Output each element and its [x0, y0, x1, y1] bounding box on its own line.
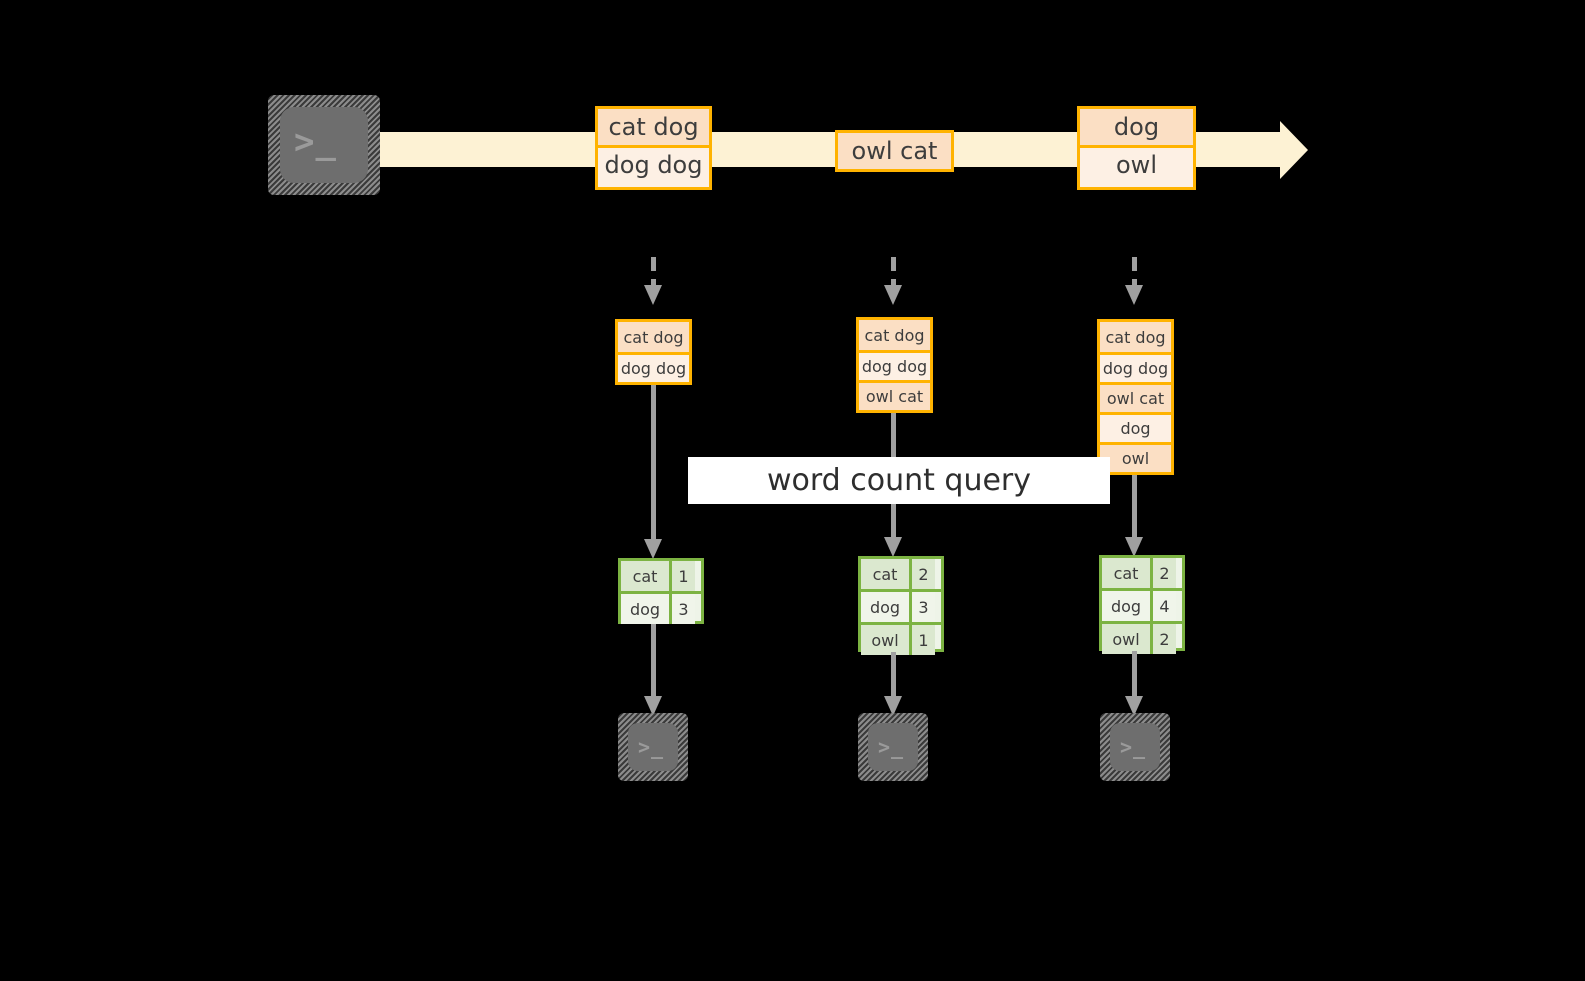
- arrow-head: [1125, 285, 1143, 305]
- batch-2-input-stack: cat dog dog dog owl cat: [856, 317, 933, 413]
- dashed-arrow-to-batch-3: [1125, 257, 1143, 305]
- arrow-shaft: [1132, 257, 1137, 271]
- batch-1-result-table: cat 1 dog 3: [618, 558, 704, 624]
- count-cell: 4: [1150, 591, 1176, 621]
- stream-record-2: owl cat: [835, 130, 954, 172]
- batch-input-line: cat dog: [618, 322, 689, 352]
- batch-input-line: cat dog: [859, 320, 930, 350]
- arrow-shaft: [651, 624, 656, 698]
- batch-input-line: owl cat: [1100, 382, 1171, 412]
- arrow-head: [644, 285, 662, 305]
- stream-record-1: cat dog dog dog: [595, 106, 712, 190]
- count-cell: 1: [669, 561, 695, 591]
- stream-record-line: owl: [1080, 145, 1193, 181]
- batch-2-sink-terminal-icon: >_: [858, 713, 928, 781]
- arrow-shaft: [891, 652, 896, 698]
- terminal-prompt-glyph: >_: [878, 735, 905, 759]
- batch-1-sink-terminal-icon: >_: [618, 713, 688, 781]
- table-row: cat 2: [1102, 558, 1182, 588]
- batch-input-line: owl: [1100, 442, 1171, 472]
- table-row: cat 1: [621, 561, 701, 591]
- arrow-head: [884, 537, 902, 557]
- batch-2-result-table: cat 2 dog 3 owl 1: [858, 556, 944, 655]
- count-cell: 2: [1150, 558, 1176, 588]
- table-row: owl 2: [1102, 621, 1182, 654]
- stream-record-line: dog: [1080, 109, 1193, 145]
- arrow-head: [1125, 537, 1143, 557]
- word-cell: cat: [861, 559, 909, 589]
- arrow-head: [884, 696, 902, 716]
- batch-input-line: dog dog: [1100, 352, 1171, 382]
- table-row: dog 3: [861, 589, 941, 622]
- count-cell: 2: [1150, 624, 1176, 654]
- word-cell: dog: [1102, 591, 1150, 621]
- arrow-shaft: [1132, 651, 1137, 698]
- word-cell: cat: [621, 561, 669, 591]
- count-cell: 3: [909, 592, 935, 622]
- batch-3-input-stack: cat dog dog dog owl cat dog owl: [1097, 319, 1174, 475]
- arrow-batch-1-to-result: [644, 385, 662, 559]
- arrow-head: [884, 285, 902, 305]
- query-label-text: word count query: [766, 463, 1032, 498]
- batch-input-line: owl cat: [859, 380, 930, 410]
- table-row: cat 2: [861, 559, 941, 589]
- batch-3-sink-terminal-icon: >_: [1100, 713, 1170, 781]
- word-cell: owl: [1102, 624, 1150, 654]
- arrow-shaft: [1132, 279, 1137, 287]
- word-cell: dog: [861, 592, 909, 622]
- word-cell: owl: [861, 625, 909, 655]
- table-row: owl 1: [861, 622, 941, 655]
- count-cell: 2: [909, 559, 935, 589]
- arrow-batch-3-to-result: [1125, 475, 1143, 557]
- source-terminal-icon: >_: [268, 95, 380, 195]
- batch-input-line: dog dog: [618, 352, 689, 382]
- arrow-head: [644, 539, 662, 559]
- stream-record-line: owl cat: [838, 133, 951, 169]
- word-cell: cat: [1102, 558, 1150, 588]
- batch-1-input-stack: cat dog dog dog: [615, 319, 692, 385]
- terminal-body: >_: [628, 723, 678, 771]
- dashed-arrow-to-batch-2: [884, 257, 902, 305]
- arrow-shaft: [651, 385, 656, 541]
- arrow-head: [644, 696, 662, 716]
- count-cell: 3: [669, 594, 695, 624]
- query-label-band: word count query: [688, 457, 1110, 504]
- stream-record-3: dog owl: [1077, 106, 1196, 190]
- arrow-batch-1-to-sink: [644, 624, 662, 716]
- table-row: dog 4: [1102, 588, 1182, 621]
- stream-record-line: dog dog: [598, 145, 709, 181]
- terminal-prompt-glyph: >_: [1120, 735, 1147, 759]
- stream-record-line: cat dog: [598, 109, 709, 145]
- terminal-body: >_: [280, 107, 368, 183]
- arrow-shaft: [891, 279, 896, 287]
- arrow-shaft: [1132, 475, 1137, 539]
- arrow-shaft: [891, 257, 896, 271]
- terminal-body: >_: [868, 723, 918, 771]
- batch-input-line: dog: [1100, 412, 1171, 442]
- arrow-batch-3-to-sink: [1125, 651, 1143, 716]
- arrow-batch-2-to-sink: [884, 652, 902, 716]
- table-row: dog 3: [621, 591, 701, 624]
- arrow-shaft: [651, 279, 656, 287]
- batch-3-result-table: cat 2 dog 4 owl 2: [1099, 555, 1185, 654]
- count-cell: 1: [909, 625, 935, 655]
- dashed-arrow-to-batch-1: [644, 257, 662, 305]
- terminal-body: >_: [1110, 723, 1160, 771]
- arrow-shaft: [651, 257, 656, 271]
- batch-input-line: cat dog: [1100, 322, 1171, 352]
- terminal-prompt-glyph: >_: [638, 735, 665, 759]
- word-cell: dog: [621, 594, 669, 624]
- arrow-head: [1125, 696, 1143, 716]
- terminal-prompt-glyph: >_: [294, 122, 337, 162]
- stream-arrow-head: [1280, 120, 1308, 179]
- batch-input-line: dog dog: [859, 350, 930, 380]
